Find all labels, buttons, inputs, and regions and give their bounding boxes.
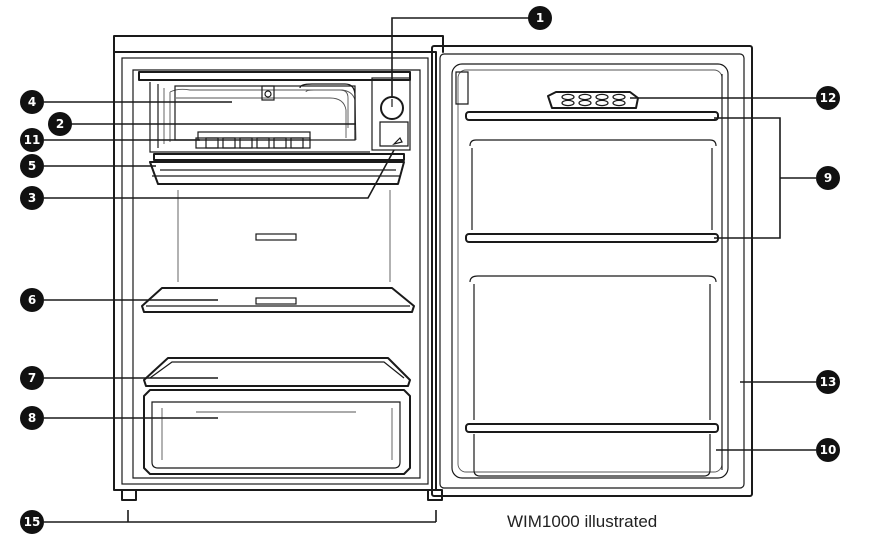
svg-text:8: 8 xyxy=(28,411,36,425)
callout-13: 13 xyxy=(816,370,840,394)
egg-cup xyxy=(561,99,575,107)
svg-text:2: 2 xyxy=(56,117,64,131)
callout-3: 3 xyxy=(20,186,44,210)
egg-cup xyxy=(595,93,609,101)
egg-cup xyxy=(561,93,575,101)
egg-tray xyxy=(547,91,639,109)
crisper-cover xyxy=(143,357,411,387)
svg-text:5: 5 xyxy=(28,159,36,173)
callout-15: 15 xyxy=(20,510,44,534)
callout-11: 11 xyxy=(20,128,44,152)
door xyxy=(431,45,753,497)
levelling-feet xyxy=(121,489,443,501)
leader-lines xyxy=(44,17,816,523)
callout-6: 6 xyxy=(20,288,44,312)
callout-12: 12 xyxy=(816,86,840,110)
svg-text:6: 6 xyxy=(28,293,36,307)
egg-cup xyxy=(578,99,592,107)
svg-text:15: 15 xyxy=(24,515,41,529)
callout-9: 9 xyxy=(816,166,840,190)
callout-4: 4 xyxy=(20,90,44,114)
glass-shelf xyxy=(141,287,415,313)
callout-7: 7 xyxy=(20,366,44,390)
thermostat-control xyxy=(371,77,411,151)
egg-cup xyxy=(612,93,626,101)
svg-text:3: 3 xyxy=(28,191,36,205)
svg-text:12: 12 xyxy=(820,91,837,105)
callout-10: 10 xyxy=(816,438,840,462)
svg-text:13: 13 xyxy=(820,375,837,389)
ice-cube-tray xyxy=(195,131,311,149)
svg-text:7: 7 xyxy=(28,371,36,385)
callout-5: 5 xyxy=(20,154,44,178)
callout-2: 2 xyxy=(48,112,72,136)
model-caption: WIM1000 illustrated xyxy=(507,512,657,531)
cabinet xyxy=(113,35,444,491)
svg-text:4: 4 xyxy=(28,95,36,109)
egg-cup xyxy=(595,99,609,107)
egg-cup xyxy=(578,93,592,101)
svg-text:11: 11 xyxy=(24,133,41,147)
door-shelves xyxy=(465,111,719,477)
egg-cup xyxy=(612,99,626,107)
svg-text:9: 9 xyxy=(824,171,832,185)
drip-tray xyxy=(149,153,405,185)
callout-8: 8 xyxy=(20,406,44,430)
svg-text:1: 1 xyxy=(536,11,544,25)
svg-text:10: 10 xyxy=(820,443,837,457)
crisper-drawer xyxy=(143,389,411,475)
callout-1: 1 xyxy=(528,6,552,30)
